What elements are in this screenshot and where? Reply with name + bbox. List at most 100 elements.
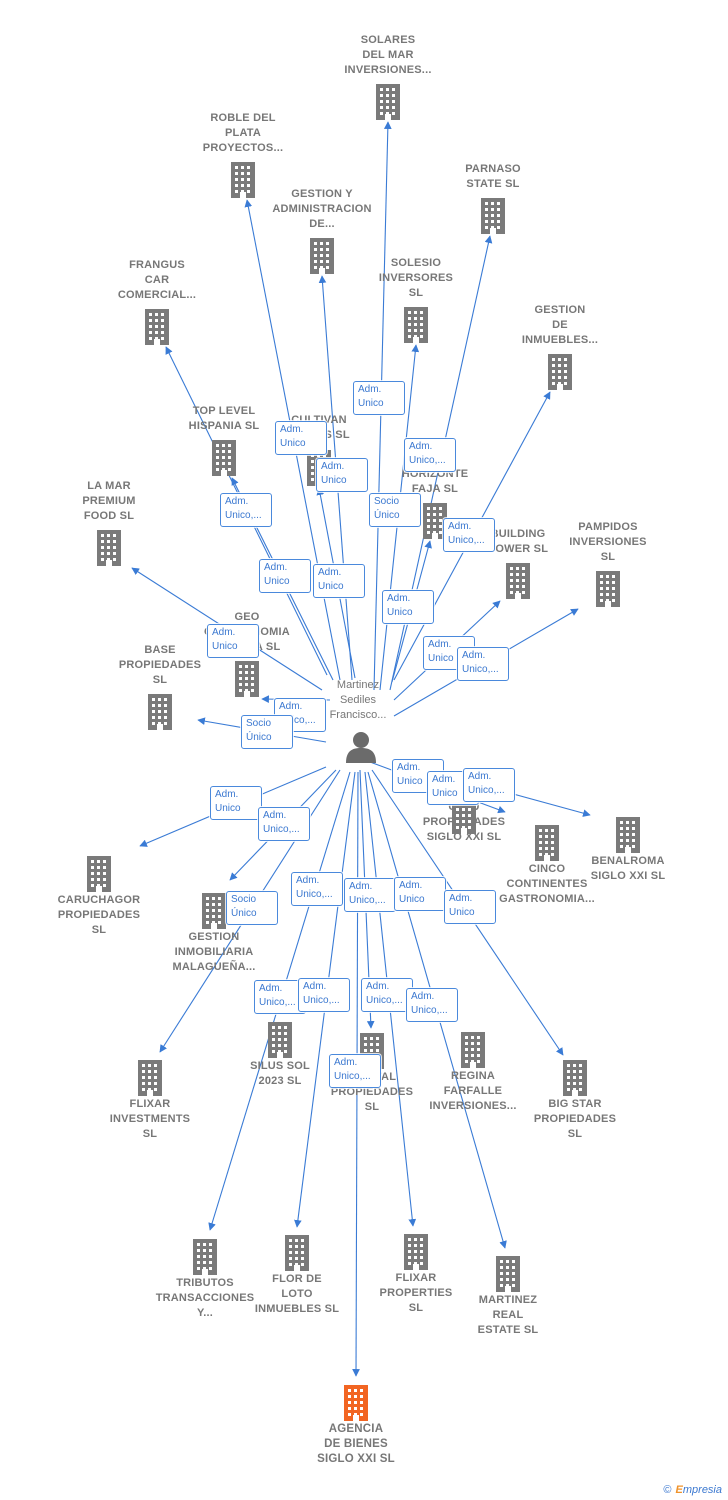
role-badge[interactable]: Adm. Unico	[259, 559, 311, 593]
company-label-gestion_malaga[interactable]: GESTION INMOBILIARIA MALAGUEÑA...	[149, 930, 279, 975]
company-label-solesio[interactable]: SOLESIO INVERSORES SL	[351, 256, 481, 301]
role-badge[interactable]: Socio Único	[369, 493, 421, 527]
role-badge[interactable]: Adm. Unico,...	[361, 978, 413, 1012]
company-label-pampidos[interactable]: PAMPIDOS INVERSIONES SL	[543, 520, 673, 565]
company-name[interactable]: FRANGUS CAR COMERCIAL...	[117, 259, 197, 301]
role-badge[interactable]: Adm. Unico	[207, 624, 259, 658]
company-name[interactable]: CARUCHAGOR PROPIEDADES SL	[57, 894, 141, 936]
company-label-gestion_inm[interactable]: GESTION DE INMUEBLES...	[495, 303, 625, 348]
company-node-bigstar[interactable]	[561, 1060, 589, 1096]
company-name[interactable]: GESTION Y ADMINISTRACION DE...	[272, 188, 372, 230]
role-badge[interactable]: Socio Único	[226, 891, 278, 925]
role-badge[interactable]: Adm. Unico,...	[220, 493, 272, 527]
role-badge[interactable]: Adm. Unico,...	[404, 438, 456, 472]
company-label-silus[interactable]: SILUS SOL 2023 SL	[215, 1059, 345, 1089]
company-name[interactable]: BIG STAR PROPIEDADES SL	[533, 1098, 617, 1140]
center-person-name[interactable]: Martinez Sediles Francisco...	[329, 679, 387, 721]
company-node-gestion_malaga[interactable]	[200, 893, 228, 929]
company-node-geo[interactable]	[233, 661, 261, 697]
company-node-tributos[interactable]	[191, 1239, 219, 1275]
company-name[interactable]: TRIBUTOS TRANSACCIONES Y...	[155, 1277, 255, 1319]
role-badge[interactable]: Adm. Unico	[313, 564, 365, 598]
company-label-frangus[interactable]: FRANGUS CAR COMERCIAL...	[92, 258, 222, 303]
company-name[interactable]: REGINA FARFALLE INVERSIONES...	[429, 1070, 517, 1112]
company-label-bigstar[interactable]: BIG STAR PROPIEDADES SL	[510, 1097, 640, 1142]
company-name[interactable]: LA MAR PREMIUM FOOD SL	[82, 480, 136, 522]
company-label-caruchagor[interactable]: CARUCHAGOR PROPIEDADES SL	[34, 893, 164, 938]
role-badge[interactable]: Adm. Unico	[382, 590, 434, 624]
company-label-gestion_admin[interactable]: GESTION Y ADMINISTRACION DE...	[257, 187, 387, 232]
role-badge[interactable]: Adm. Unico,...	[463, 768, 515, 802]
company-node-gestion_inm[interactable]	[546, 354, 574, 390]
role-badge[interactable]: Adm. Unico	[394, 877, 446, 911]
company-node-flor[interactable]	[283, 1235, 311, 1271]
company-label-flixar_prop[interactable]: FLIXAR PROPERTIES SL	[351, 1271, 481, 1316]
role-badge[interactable]: Adm. Unico	[316, 458, 368, 492]
role-badge[interactable]: Adm. Unico	[444, 890, 496, 924]
company-name[interactable]: BUILDING POWER SL	[487, 528, 549, 555]
company-name[interactable]: MARTINEZ REAL ESTATE SL	[477, 1294, 539, 1336]
company-node-roble[interactable]	[229, 162, 257, 198]
company-label-cinco[interactable]: CINCO CONTINENTES GASTRONOMIA...	[482, 862, 612, 907]
company-name[interactable]: BENALROMA SIGLO XXI SL	[590, 855, 666, 882]
company-node-parnaso[interactable]	[479, 198, 507, 234]
company-label-roble[interactable]: ROBLE DEL PLATA PROYECTOS...	[178, 111, 308, 156]
company-node-gestion_admin[interactable]	[308, 238, 336, 274]
role-badge[interactable]: Adm. Unico,...	[443, 518, 495, 552]
company-label-agencia[interactable]: AGENCIA DE BIENES SIGLO XXI SL	[291, 1422, 421, 1467]
role-badge[interactable]: Adm. Unico	[210, 786, 262, 820]
company-node-regina[interactable]	[459, 1032, 487, 1068]
company-name[interactable]: GESTION INMOBILIARIA MALAGUEÑA...	[172, 931, 256, 973]
company-node-solesio[interactable]	[402, 307, 430, 343]
role-badge[interactable]: Adm. Unico,...	[298, 978, 350, 1012]
company-name[interactable]: AGENCIA DE BIENES SIGLO XXI SL	[317, 1423, 395, 1465]
company-node-pampidos[interactable]	[594, 571, 622, 607]
company-label-building[interactable]: BUILDING POWER SL	[453, 527, 583, 557]
company-label-flixar_inv[interactable]: FLIXAR INVESTMENTS SL	[85, 1097, 215, 1142]
company-node-flixar_inv[interactable]	[136, 1060, 164, 1096]
person-icon[interactable]	[346, 731, 376, 768]
role-badge[interactable]: Adm. Unico	[275, 421, 327, 455]
company-label-benalroma[interactable]: BENALROMA SIGLO XXI SL	[563, 854, 693, 884]
company-node-benalroma[interactable]	[614, 817, 642, 853]
company-name[interactable]: TOP LEVEL HISPANIA SL	[188, 405, 260, 432]
company-name[interactable]: PARNASO STATE SL	[465, 163, 521, 190]
company-label-toplevel[interactable]: TOP LEVEL HISPANIA SL	[159, 404, 289, 434]
role-badge[interactable]: Adm. Unico	[353, 381, 405, 415]
company-label-flor[interactable]: FLOR DE LOTO INMUEBLES SL	[232, 1272, 362, 1317]
company-label-base[interactable]: BASE PROPIEDADES SL	[95, 643, 225, 688]
company-label-regina[interactable]: REGINA FARFALLE INVERSIONES...	[408, 1069, 538, 1114]
company-label-tributos[interactable]: TRIBUTOS TRANSACCIONES Y...	[140, 1276, 270, 1321]
role-badge[interactable]: Adm. Unico,...	[254, 980, 306, 1014]
role-badge[interactable]: Adm. Unico,...	[344, 878, 396, 912]
company-label-solares[interactable]: SOLARES DEL MAR INVERSIONES...	[323, 33, 453, 78]
role-badge[interactable]: Adm. Unico,...	[457, 647, 509, 681]
company-name[interactable]: FLIXAR INVESTMENTS SL	[109, 1098, 191, 1140]
brand-name[interactable]: mpresia	[682, 1484, 722, 1496]
company-name[interactable]: GESTION DE INMUEBLES...	[521, 304, 599, 346]
company-node-caruchagor[interactable]	[85, 856, 113, 892]
company-node-flixar_prop[interactable]	[402, 1234, 430, 1270]
company-node-lamar[interactable]	[95, 530, 123, 566]
company-label-lamar[interactable]: LA MAR PREMIUM FOOD SL	[44, 479, 174, 524]
company-node-cinco[interactable]	[533, 825, 561, 861]
company-node-solares[interactable]	[374, 84, 402, 120]
company-name[interactable]: SOLARES DEL MAR INVERSIONES...	[344, 34, 432, 76]
company-name[interactable]: ROBLE DEL PLATA PROYECTOS...	[202, 112, 284, 154]
company-name[interactable]: CINCO CONTINENTES GASTRONOMIA...	[499, 863, 595, 905]
company-label-parnaso[interactable]: PARNASO STATE SL	[428, 162, 558, 192]
company-name[interactable]: PAMPIDOS INVERSIONES SL	[569, 521, 647, 563]
company-name[interactable]: BASE PROPIEDADES SL	[118, 644, 202, 686]
company-name[interactable]: FLOR DE LOTO INMUEBLES SL	[254, 1273, 340, 1315]
company-node-building[interactable]	[504, 563, 532, 599]
role-badge[interactable]: Adm. Unico,...	[329, 1054, 381, 1088]
company-name[interactable]: FLIXAR PROPERTIES SL	[379, 1272, 453, 1314]
company-node-martinez_real[interactable]	[494, 1256, 522, 1292]
company-node-silus[interactable]	[266, 1022, 294, 1058]
role-badge[interactable]: Adm. Unico,...	[258, 807, 310, 841]
role-badge[interactable]: Socio Único	[241, 715, 293, 749]
company-name[interactable]: SOLESIO INVERSORES SL	[378, 257, 454, 299]
company-node-toplevel[interactable]	[210, 440, 238, 476]
role-badge[interactable]: Adm. Unico,...	[291, 872, 343, 906]
company-name[interactable]: SILUS SOL 2023 SL	[250, 1060, 310, 1087]
